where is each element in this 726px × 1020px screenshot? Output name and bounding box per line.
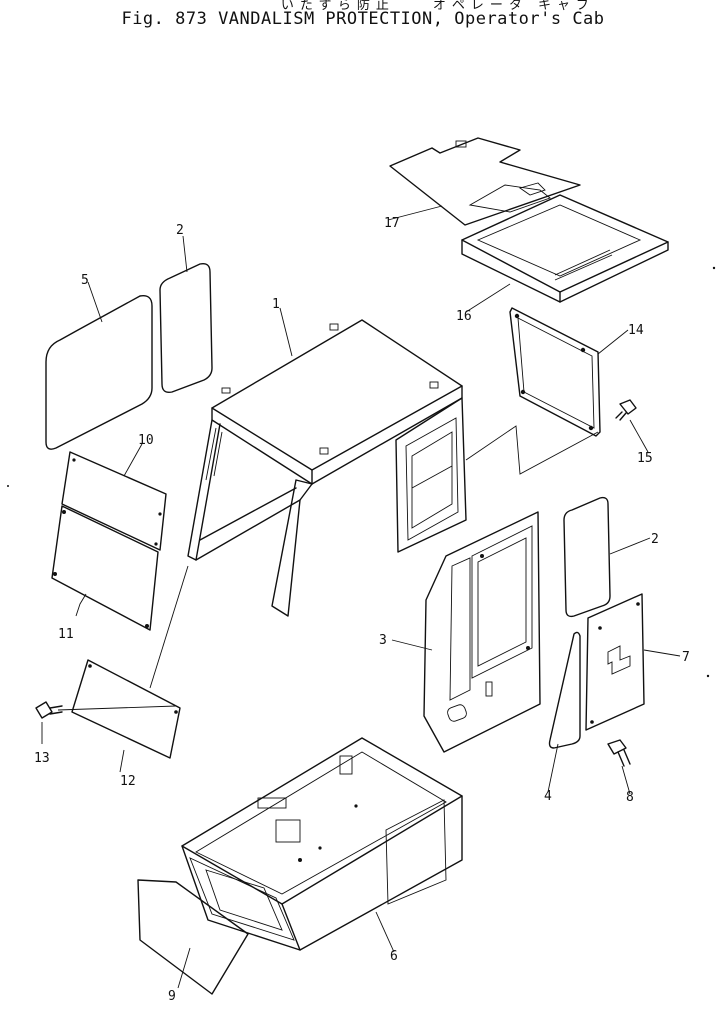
part-5-window-glass[interactable] (45, 295, 153, 450)
part-12-guard-plate[interactable] (71, 659, 181, 759)
callout-1: 1 (272, 297, 280, 312)
part-17-floor-mat[interactable] (389, 137, 581, 226)
part-13-bolt[interactable] (35, 701, 63, 719)
part-6-base-frame[interactable] (181, 737, 463, 951)
callout-9: 9 (168, 989, 176, 1004)
part-15-bolt[interactable] (615, 399, 637, 421)
callout-13: 13 (34, 751, 50, 766)
callout-labels: 1 2 2 3 4 5 6 7 8 9 10 11 12 13 14 15 16… (34, 216, 690, 1004)
callout-6: 6 (390, 949, 398, 964)
callout-2-upper: 2 (176, 223, 184, 238)
callout-17: 17 (384, 216, 400, 231)
part-2-window-glass-lower[interactable] (563, 496, 611, 618)
callout-2-lower: 2 (651, 532, 659, 547)
part-11-cover-panel[interactable] (51, 505, 159, 631)
part-4-triangle-glass[interactable] (548, 631, 581, 749)
part-8-bolt[interactable] (607, 739, 631, 767)
part-2-window-glass-upper[interactable] (159, 262, 213, 394)
callout-11: 11 (58, 627, 74, 642)
part-3-door[interactable] (423, 511, 541, 753)
part-14-rear-panel[interactable] (509, 307, 601, 437)
callout-8: 8 (626, 790, 634, 805)
figure-title: Fig. 873 VANDALISM PROTECTION, Operator'… (121, 9, 605, 29)
leader-lines (41, 205, 681, 989)
part-16-floor-tray[interactable] (461, 194, 669, 303)
figure-japanese-title: いたずら防止 オペレータ キャブ (280, 0, 596, 13)
callout-5: 5 (81, 273, 89, 288)
callout-7: 7 (682, 650, 690, 665)
callout-10: 10 (138, 433, 154, 448)
callout-15: 15 (637, 451, 653, 466)
callout-16: 16 (456, 309, 472, 324)
part-10-cover-panel[interactable] (61, 451, 167, 551)
part-9-bottom-plate[interactable] (137, 879, 249, 995)
part-7-door-cover[interactable] (585, 593, 645, 731)
callout-4: 4 (544, 789, 552, 804)
callout-12: 12 (120, 774, 136, 789)
callout-3: 3 (379, 633, 387, 648)
part-1-cab-frame[interactable] (187, 319, 467, 617)
callout-14: 14 (628, 323, 644, 338)
